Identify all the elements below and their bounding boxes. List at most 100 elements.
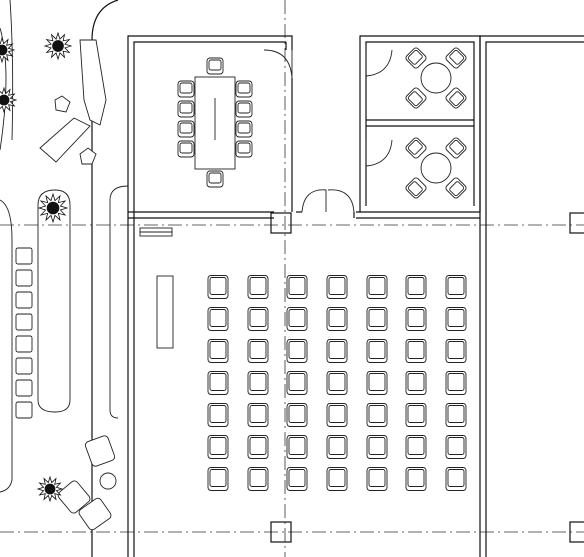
round-table-set: [405, 47, 467, 109]
auditorium-chair: [366, 435, 388, 459]
small-rooms-south-wall: [356, 211, 480, 219]
auditorium-chair: [326, 307, 348, 331]
small-rooms-divider: [366, 119, 474, 127]
small-room-furniture: [405, 47, 467, 199]
round-table-chair: [445, 177, 467, 199]
meeting-room: [127, 35, 293, 557]
auditorium-chair: [445, 275, 467, 299]
auditorium-chair: [405, 371, 427, 395]
round-table: [420, 62, 452, 94]
plants: [0, 31, 73, 503]
auditorium-chair: [445, 435, 467, 459]
auditorium-chair: [445, 467, 467, 491]
potted-plant: [37, 192, 69, 224]
structural-columns: [270, 212, 584, 543]
auditorium-chairs: [207, 275, 467, 491]
auditorium: [139, 227, 467, 491]
conference-chair: [235, 120, 253, 138]
conference-chair: [206, 170, 224, 188]
auditorium-chair: [247, 371, 269, 395]
bench-seats: [15, 247, 33, 419]
auditorium-chair: [445, 371, 467, 395]
bench-seat: [15, 313, 33, 331]
auditorium-chair: [326, 339, 348, 363]
conference-chairs: [177, 57, 253, 188]
auditorium-chair: [445, 307, 467, 331]
round-table-chair: [405, 47, 427, 69]
auditorium-chair: [286, 275, 308, 299]
conference-chair: [235, 80, 253, 98]
planter-outline-top: [9, 0, 14, 141]
auditorium-chair: [247, 403, 269, 427]
auditorium-chair: [445, 339, 467, 363]
round-table-chair: [405, 137, 427, 159]
auditorium-chair: [207, 403, 229, 427]
auditorium-chair: [207, 339, 229, 363]
small-rooms-inner: [365, 41, 475, 206]
auditorium-chair: [247, 339, 269, 363]
entrance: [296, 189, 355, 218]
auditorium-chair: [326, 275, 348, 299]
armchair-upper: [84, 435, 116, 467]
round-table: [420, 152, 452, 184]
auditorium-chair: [286, 467, 308, 491]
meeting-room-south-wall: [128, 211, 274, 219]
auditorium-chair: [405, 307, 427, 331]
auditorium-chair: [405, 339, 427, 363]
auditorium-chair: [326, 467, 348, 491]
auditorium-chair: [405, 435, 427, 459]
double-door: [301, 189, 355, 213]
round-table-chair: [445, 87, 467, 109]
auditorium-chair: [366, 307, 388, 331]
auditorium-chair: [286, 339, 308, 363]
auditorium-chair: [326, 371, 348, 395]
right-wing: [479, 35, 584, 557]
potted-plant: [0, 36, 16, 64]
auditorium-chair: [286, 435, 308, 459]
auditorium-chair: [326, 403, 348, 427]
conference-chair: [177, 100, 195, 118]
potted-plant: [36, 475, 64, 503]
bench-planter: [37, 189, 71, 413]
meeting-room-wall-inner: [133, 41, 286, 557]
auditorium-chair: [445, 403, 467, 427]
bench-seat: [15, 357, 33, 375]
small-room-a-door: [365, 49, 393, 77]
armchair-middle: [57, 480, 91, 514]
auditorium-chair: [247, 467, 269, 491]
bench-seat: [15, 335, 33, 353]
auditorium-chair: [207, 371, 229, 395]
meeting-room-door: [263, 49, 293, 79]
bench-seat: [15, 269, 33, 287]
round-table-chair: [445, 47, 467, 69]
armchair-lower: [78, 497, 112, 531]
lounge-sofa-lower: [39, 117, 91, 163]
auditorium-chair: [286, 403, 308, 427]
auditorium-chair: [366, 371, 388, 395]
conference-chair: [177, 120, 195, 138]
lounge-sofa-upper: [79, 39, 107, 126]
auditorium-chair: [405, 467, 427, 491]
auditorium-chair: [366, 275, 388, 299]
corridor-inner-corner: [109, 185, 129, 201]
conference-chair: [206, 57, 224, 75]
round-table-chair: [445, 137, 467, 159]
auditorium-chair: [207, 467, 229, 491]
right-wing-wall-inner: [485, 41, 584, 557]
structural-column: [270, 212, 292, 234]
bench-seat: [15, 291, 33, 309]
side-table-pentagon: [54, 95, 71, 113]
structural-column: [569, 212, 584, 234]
bench-seat: [15, 401, 33, 419]
auditorium-chair: [405, 275, 427, 299]
round-table-set: [405, 137, 467, 199]
round-side-table: [99, 472, 117, 490]
small-room-b-door: [365, 139, 393, 167]
auditorium-chair: [286, 371, 308, 395]
auditorium-chair: [326, 435, 348, 459]
structural-column: [270, 521, 292, 543]
auditorium-chair: [366, 339, 388, 363]
round-table-chair: [405, 177, 427, 199]
